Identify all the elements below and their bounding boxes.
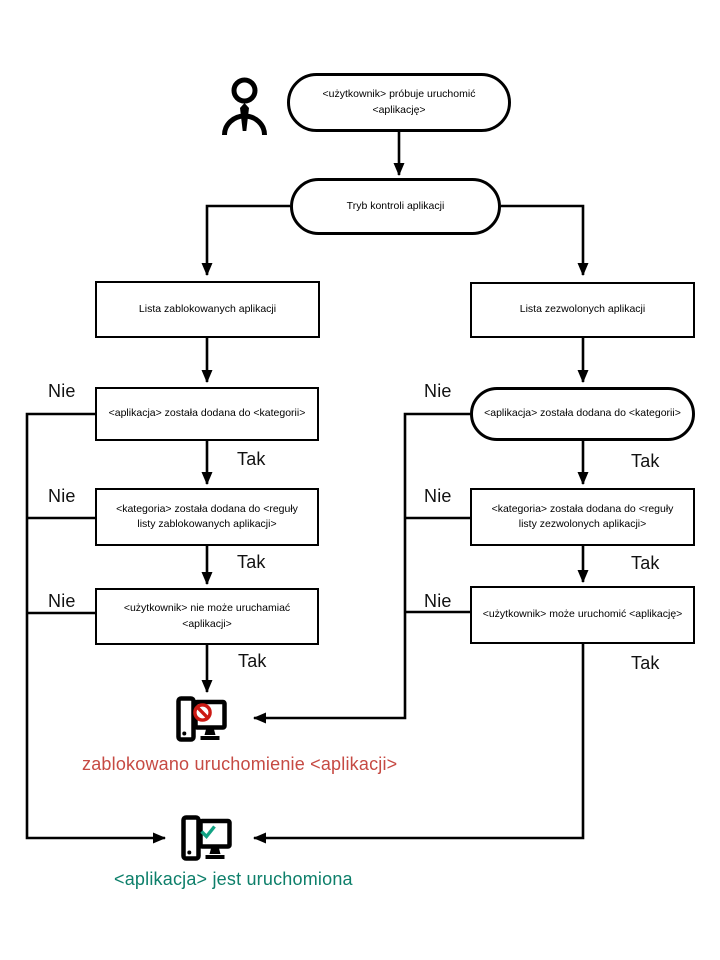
mode-node: Tryb kontroli aplikacji xyxy=(290,178,501,235)
yes-label: Tak xyxy=(631,553,660,573)
allowed-list-node: Lista zezwolonych aplikacji xyxy=(470,282,695,338)
yes-label: Tak xyxy=(237,449,266,469)
no-label: Nie xyxy=(48,381,76,401)
check-symbol xyxy=(200,825,216,840)
blocked-list-node: Lista zablokowanych aplikacji xyxy=(95,281,320,338)
no-label: Nie xyxy=(48,486,76,506)
no-label: Nie xyxy=(424,486,452,506)
no-label: Nie xyxy=(424,591,452,611)
allowed-rule-check-node: <kategoria> została dodana do <reguły li… xyxy=(470,488,695,546)
prohibition-symbol xyxy=(193,703,212,722)
computer-blocked-icon xyxy=(176,696,227,742)
blocked-outcome-node: <użytkownik> nie może uruchamiać <aplika… xyxy=(95,588,319,645)
blocked-result-text: zablokowano uruchomienie <aplikacji> xyxy=(82,754,398,774)
start-node: <użytkownik> próbuje uruchomić <aplikacj… xyxy=(287,73,511,132)
no-label: Nie xyxy=(48,591,76,611)
allowed-result-text: <aplikacja> jest uruchomiona xyxy=(114,869,353,889)
yes-label: Tak xyxy=(237,552,266,572)
no-label: Nie xyxy=(424,381,452,401)
user-icon xyxy=(222,77,267,136)
allowed-outcome-node: <użytkownik> może uruchomić <aplikację> xyxy=(470,586,695,644)
computer-allowed-icon xyxy=(181,815,232,861)
allowed-category-check-node: <aplikacja> została dodana do <kategorii… xyxy=(470,387,695,441)
yes-label: Tak xyxy=(238,651,267,671)
blocked-rule-check-node: <kategoria> została dodana do <reguły li… xyxy=(95,488,319,546)
yes-label: Tak xyxy=(631,653,660,673)
blocked-category-check-node: <aplikacja> została dodana do <kategorii… xyxy=(95,387,319,441)
yes-label: Tak xyxy=(631,451,660,471)
